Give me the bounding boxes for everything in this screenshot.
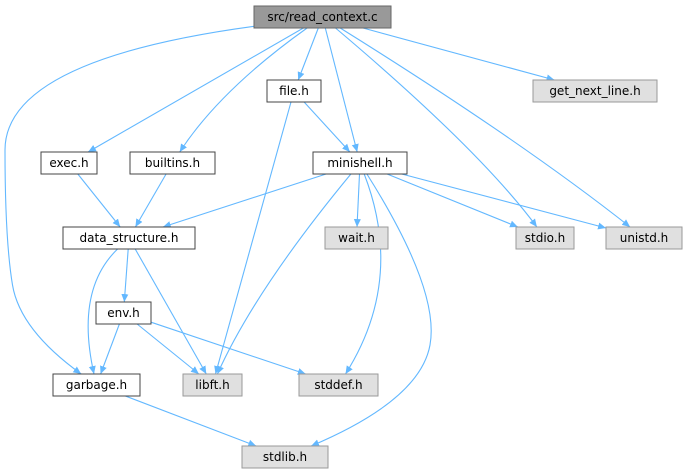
- edge-garbage-to-stdlib: [125, 395, 257, 447]
- node-box: [605, 226, 683, 250]
- edge-minishell-to-wait: [353, 173, 361, 228]
- edge-builtins-to-data_structure: [134, 173, 167, 228]
- node-file[interactable]: file.h: [266, 79, 322, 103]
- node-wait[interactable]: wait.h: [324, 226, 389, 250]
- node-garbage[interactable]: garbage.h: [52, 373, 141, 397]
- node-builtins[interactable]: builtins.h: [129, 151, 216, 175]
- node-label: garbage.h: [66, 378, 127, 392]
- node-stdlib[interactable]: stdlib.h: [241, 445, 329, 469]
- edge-exec-to-data_structure: [77, 173, 121, 228]
- edge-env-to-libft: [136, 323, 200, 375]
- edge-data_structure-to-env: [121, 248, 129, 303]
- node-box: [312, 151, 408, 175]
- node-label: libft.h: [195, 378, 229, 392]
- node-label: exec.h: [49, 156, 88, 170]
- edge-read_context-to-unistd: [339, 27, 631, 228]
- node-label: stdio.h: [525, 231, 565, 245]
- node-label: get_next_line.h: [549, 84, 640, 98]
- nodes-layer: src/read_context.c file.h get_next_line.he…: [40, 5, 683, 469]
- edge-minishell-to-stdio: [386, 173, 519, 228]
- node-label: stdlib.h: [263, 450, 307, 464]
- node-box: [298, 373, 379, 397]
- node-box: [40, 151, 98, 175]
- node-label: data_structure.h: [80, 231, 179, 245]
- edge-env-to-stddef: [150, 321, 306, 375]
- node-stdio[interactable]: stdio.h: [515, 226, 575, 250]
- node-box: [253, 5, 392, 29]
- edge-minishell-to-data_structure: [162, 173, 327, 228]
- node-minishell[interactable]: minishell.h: [312, 151, 408, 175]
- node-label: env.h: [107, 306, 140, 320]
- node-stddef[interactable]: stddef.h: [298, 373, 379, 397]
- node-box: [182, 373, 243, 397]
- node-read-context[interactable]: src/read_context.c: [253, 5, 392, 29]
- edge-minishell-to-stddef: [345, 173, 382, 375]
- edge-file-to-minishell: [303, 101, 351, 153]
- node-box: [324, 226, 389, 250]
- edge-read_context-to-builtins: [179, 27, 308, 153]
- node-libft[interactable]: libft.h: [182, 373, 243, 397]
- node-label: unistd.h: [620, 231, 669, 245]
- edge-data_structure-to-libft: [134, 248, 207, 375]
- edge-minishell-to-libft: [216, 173, 352, 375]
- node-label: src/read_context.c: [267, 10, 377, 24]
- edge-read_context-to-get_next_line: [362, 27, 555, 82]
- node-box: [266, 79, 322, 103]
- node-box: [62, 226, 196, 250]
- edge-minishell-to-unistd: [401, 173, 607, 230]
- node-data-structure[interactable]: data_structure.h: [62, 226, 196, 250]
- edge-minishell-to-stdlib: [310, 173, 432, 447]
- edge-read_context-to-minishell: [324, 27, 359, 153]
- node-label: builtins.h: [145, 156, 200, 170]
- edge-read_context-to-exec: [87, 27, 304, 153]
- node-unistd[interactable]: unistd.h: [605, 226, 683, 250]
- node-label: stddef.h: [314, 378, 362, 392]
- node-env[interactable]: env.h: [95, 301, 152, 325]
- edges-layer: [4, 25, 631, 447]
- edge-read_context-to-file: [297, 27, 319, 81]
- edge-read_context-to-stdio: [335, 27, 538, 228]
- edge-read_context-to-garbage: [4, 25, 255, 375]
- edge-data_structure-to-garbage: [87, 248, 118, 375]
- node-get-next-line[interactable]: get_next_line.h: [532, 79, 658, 103]
- node-label: wait.h: [338, 231, 375, 245]
- node-box: [515, 226, 575, 250]
- edge-env-to-garbage: [100, 323, 120, 375]
- node-box: [52, 373, 141, 397]
- node-box: [95, 301, 152, 325]
- node-label: file.h: [279, 84, 309, 98]
- node-box: [532, 79, 658, 103]
- node-label: minishell.h: [327, 156, 392, 170]
- edge-file-to-libft: [214, 101, 292, 375]
- node-exec[interactable]: exec.h: [40, 151, 98, 175]
- node-box: [241, 445, 329, 469]
- node-box: [129, 151, 216, 175]
